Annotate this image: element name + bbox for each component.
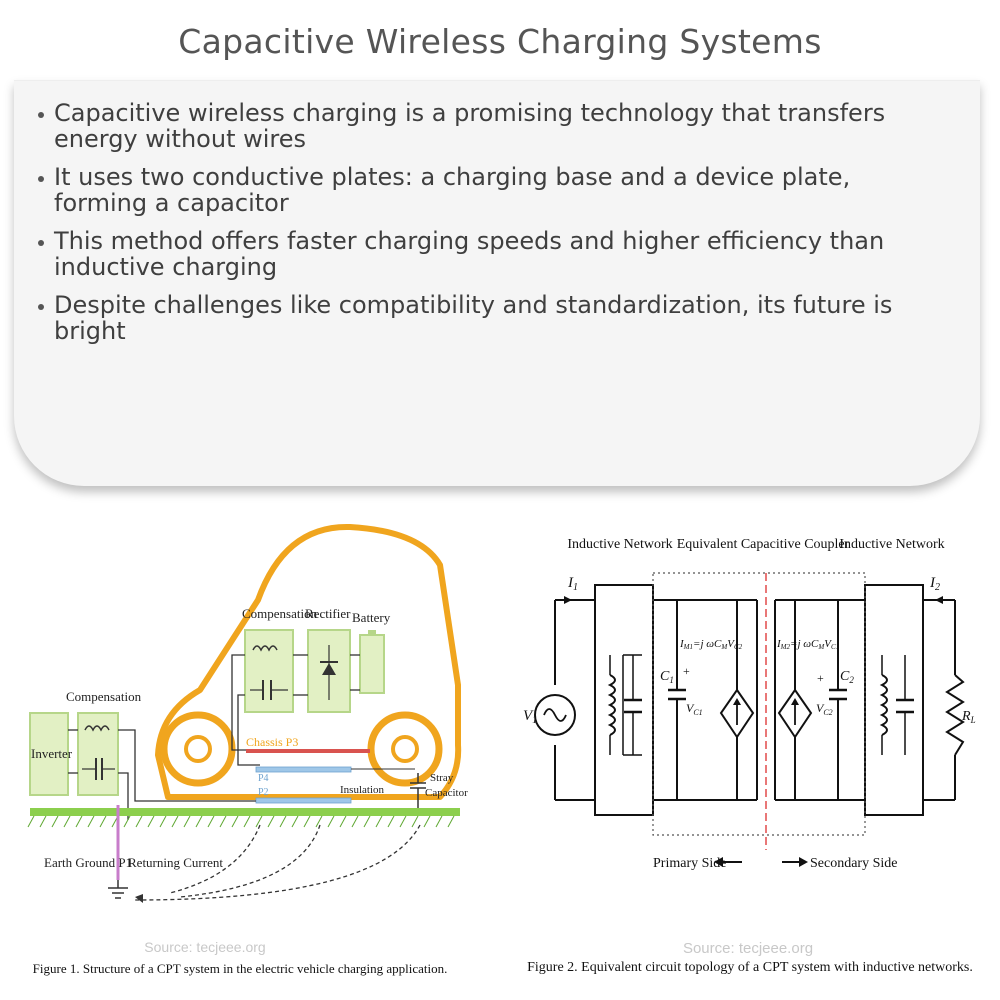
inductor-icon — [879, 674, 888, 736]
car-compensation-box — [244, 629, 294, 713]
stray-capacitor-icon — [410, 773, 426, 808]
label-p4: P4 — [258, 773, 269, 784]
inductive-network-right-box — [864, 584, 924, 816]
front-wheel-hub — [391, 735, 419, 763]
current-arrow-i1-icon — [564, 596, 572, 604]
label-battery: Battery — [352, 610, 391, 625]
label-stray: Stray — [430, 772, 454, 784]
page-title: Capacitive Wireless Charging Systems — [178, 22, 822, 61]
bullet-list: Capacitive wireless charging is a promis… — [38, 100, 938, 356]
bullet-item: Capacitive wireless charging is a promis… — [38, 100, 938, 152]
arrow-right-icon — [782, 857, 808, 867]
inverter-box — [29, 712, 69, 796]
bullet-dot-icon — [38, 240, 44, 246]
label-i2: I2 — [929, 575, 940, 593]
label-vc2: VC2 — [816, 701, 833, 717]
figure-2-caption: Figure 2. Equivalent circuit topology of… — [527, 960, 973, 975]
bullet-item: This method offers faster charging speed… — [38, 228, 938, 280]
label-vc1: VC1 — [686, 701, 703, 717]
figure-1-caption: Figure 1. Structure of a CPT system in t… — [33, 961, 448, 976]
plate-p2 — [255, 797, 352, 804]
label-i1: I1 — [567, 575, 578, 593]
return-current-path — [179, 824, 321, 898]
figure-2-source: Source: tecjeee.org — [683, 940, 813, 957]
return-current-path — [169, 824, 261, 894]
label-compensation-car: Compensation — [242, 606, 318, 621]
bullet-item: Despite challenges like compatibility an… — [38, 292, 938, 344]
bullet-text: This method offers faster charging speed… — [54, 227, 885, 281]
car-body-outline — [155, 523, 462, 800]
bullet-text: It uses two conductive plates: a chargin… — [54, 163, 851, 217]
bullet-dot-icon — [38, 112, 44, 118]
label-returning-current: Returning Current — [128, 855, 223, 870]
label-v1: V1 — [523, 708, 537, 726]
inductor-icon — [252, 645, 278, 652]
resistor-rl-icon — [945, 674, 965, 756]
bullet-dot-icon — [38, 176, 44, 182]
summary-card — [14, 80, 980, 486]
ground-symbol-icon — [108, 880, 128, 899]
label-earth-ground: Earth Ground P1 — [44, 855, 132, 870]
label-insulation: Insulation — [340, 784, 384, 796]
earth-ground — [30, 808, 460, 816]
label-c1: C1 — [660, 669, 674, 685]
ground-hatching — [27, 815, 455, 828]
label-plus-left: + — [683, 664, 690, 678]
coupler-dotted-box — [652, 572, 866, 836]
figure-2-equivalent-circuit: Inductive Network Equivalent Capacitive … — [523, 537, 976, 975]
arrow-left-icon — [714, 857, 742, 867]
label-stray-capacitor: Capacitor — [425, 787, 468, 799]
label-plus-right: + — [817, 671, 824, 685]
label-c2: C2 — [840, 669, 854, 685]
rear-wheel — [160, 711, 236, 787]
figure-1-source: Source: tecjeee.org — [144, 939, 265, 955]
ground-compensation-box — [77, 712, 119, 796]
inductor-icon — [84, 725, 110, 732]
bullet-dot-icon — [38, 304, 44, 310]
label-compensation-ground: Compensation — [66, 689, 142, 704]
plate-p4 — [255, 766, 352, 773]
label-secondary-side: Secondary Side — [810, 856, 897, 871]
sine-wave-icon — [543, 708, 567, 722]
label-primary-side: Primary Side — [653, 856, 727, 871]
bullet-text: Despite challenges like compatibility an… — [54, 291, 893, 345]
bullet-text: Capacitive wireless charging is a promis… — [54, 99, 886, 153]
label-im1: IM1=j ωCMVC2 — [679, 638, 743, 651]
label-rectifier: Rectifier — [305, 606, 351, 621]
current-arrow-i2-icon — [935, 596, 943, 604]
label-inductive-network-left: Inductive Network — [567, 537, 672, 552]
label-rl: RL — [961, 709, 976, 725]
figure-1-ev-cpt-structure: Compensation Rectifier Battery Compensat… — [27, 523, 468, 976]
battery-box — [359, 634, 385, 694]
ac-source-icon — [534, 694, 576, 736]
label-capacitive-coupler: Equivalent Capacitive Coupler — [677, 537, 850, 552]
label-im2: IM2=j ωCMVC1 — [776, 638, 839, 651]
return-current-path — [134, 824, 421, 901]
rear-wheel-hub — [184, 735, 212, 763]
front-wheel — [367, 711, 443, 787]
label-inverter: Inverter — [31, 746, 73, 761]
label-chassis: Chassis P3 — [246, 735, 298, 749]
label-inductive-network-right: Inductive Network — [839, 537, 944, 552]
bullet-item: It uses two conductive plates: a chargin… — [38, 164, 938, 216]
inductor-icon — [607, 674, 616, 736]
label-p2: P2 — [258, 787, 269, 798]
